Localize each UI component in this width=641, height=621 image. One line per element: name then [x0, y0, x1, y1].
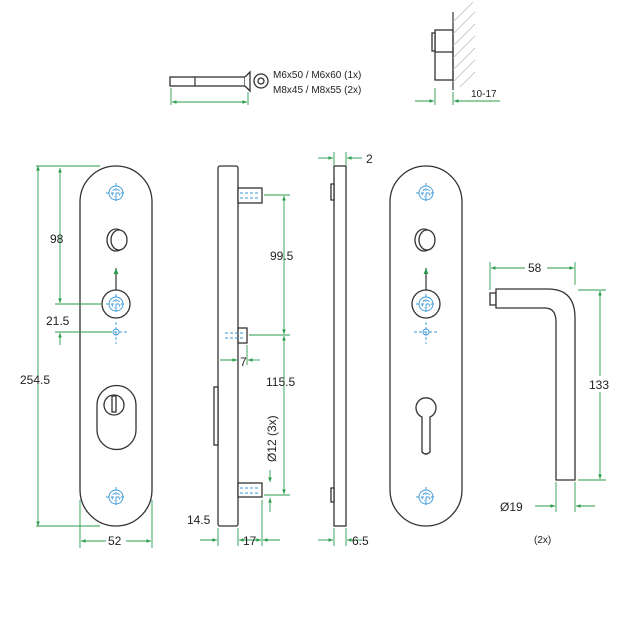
- pin-spacing-upper-label: 99.5: [270, 249, 294, 263]
- keyhole-icon: [415, 397, 437, 455]
- screw-spec-1: M6x50 / M6x60 (1x): [273, 70, 361, 81]
- handle-reach-label: 58: [528, 261, 542, 275]
- side-view: 99.5 115.5 Ø12 (3x) 7 14.5 17: [187, 165, 295, 548]
- pin-short-label: 7: [240, 355, 247, 369]
- thickness-top-label: 2: [366, 152, 373, 166]
- handle-diameter-label: Ø19: [500, 500, 523, 514]
- top-to-handle-label: 98: [50, 232, 64, 246]
- front-plate-view: 254.5 98 21.5 52: [20, 165, 153, 548]
- pin-diameter-label: Ø12 (3x): [265, 415, 279, 462]
- thickness-bottom-label: 6.5: [352, 534, 369, 548]
- pin-spacing-lower-label: 115.5: [266, 375, 295, 389]
- lever-handle-view: 58 133 Ø19 (2x): [489, 260, 614, 546]
- width-dim-label: 52: [108, 534, 122, 548]
- bottom-offset-label: 14.5: [187, 513, 211, 527]
- height-dim-label: 254.5: [20, 373, 50, 387]
- back-plate-side-view: 2 6.5: [318, 152, 373, 548]
- screw-spec-2: M8x45 / M8x55 (2x): [273, 85, 361, 96]
- wall-mount-drawing: 10-17: [415, 1, 500, 105]
- handle-to-axis-label: 21.5: [46, 314, 70, 328]
- handle-quantity-label: (2x): [534, 535, 551, 546]
- handle-height-label: 133: [589, 378, 609, 392]
- depth-label: 17: [243, 534, 257, 548]
- screw-drawing: M6x50 / M6x60 (1x) M8x45 / M8x55 (2x): [169, 70, 361, 105]
- wall-thickness-label: 10-17: [471, 89, 497, 100]
- euro-cylinder-plate-view: [389, 165, 463, 527]
